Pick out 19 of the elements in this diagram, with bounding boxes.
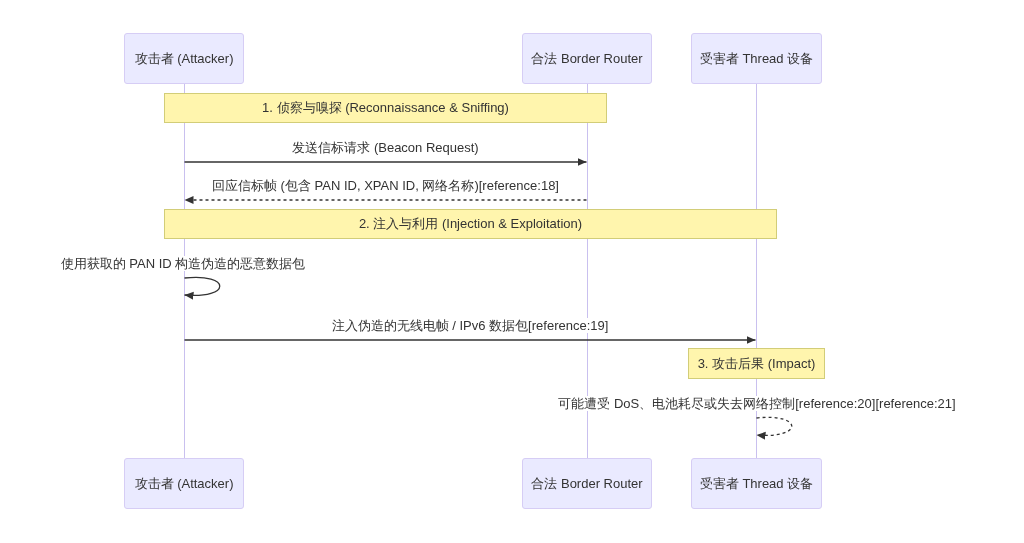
message-arrow (183, 336, 757, 344)
participant-box: 攻击者 (Attacker) (124, 33, 244, 84)
note-box: 1. 侦察与嗅探 (Reconnaissance & Sniffing) (164, 93, 607, 123)
participant-box: 攻击者 (Attacker) (124, 458, 244, 509)
message-label: 回应信标帧 (包含 PAN ID, XPAN ID, 网络名称)[reference:18] (211, 178, 560, 193)
message-label: 可能遭受 DoS、电池耗尽或失去网络控制[reference:20][reference:21] (557, 396, 957, 411)
self-message-arrow (183, 276, 221, 300)
participant-box: 受害者 Thread 设备 (691, 458, 822, 509)
message-arrow (183, 196, 588, 204)
self-message-arrow (755, 416, 793, 440)
message-arrow (183, 158, 588, 166)
participant-box: 合法 Border Router (522, 33, 652, 84)
participant-box: 受害者 Thread 设备 (691, 33, 822, 84)
note-box: 3. 攻击后果 (Impact) (688, 348, 825, 379)
note-box: 2. 注入与利用 (Injection & Exploitation) (164, 209, 777, 239)
message-label: 发送信标请求 (Beacon Request) (291, 140, 480, 155)
participant-box: 合法 Border Router (522, 458, 652, 509)
message-label: 使用获取的 PAN ID 构造伪造的恶意数据包 (59, 256, 307, 271)
message-label: 注入伪造的无线电帧 / IPv6 数据包[reference:19] (330, 318, 610, 333)
